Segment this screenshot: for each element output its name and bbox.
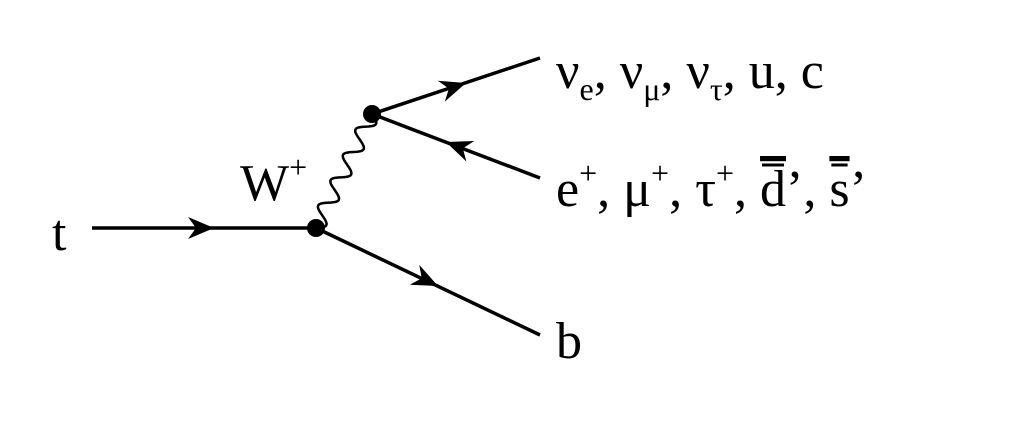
prime-mark: ’ bbox=[850, 161, 867, 218]
separator: , bbox=[723, 43, 749, 100]
separator: , bbox=[594, 43, 620, 100]
particle-symbol: ν bbox=[556, 43, 580, 100]
particle-symbol: d bbox=[760, 161, 786, 218]
particle-symbol: ν bbox=[620, 43, 644, 100]
separator: , bbox=[775, 43, 801, 100]
particle-symbol: c bbox=[801, 43, 824, 100]
vertex-W-decay bbox=[363, 105, 381, 123]
particle-charge: + bbox=[579, 155, 597, 191]
separator: , bbox=[803, 161, 829, 218]
label-b: b bbox=[556, 313, 582, 370]
separator: , bbox=[660, 43, 686, 100]
upper-arrow-icon bbox=[437, 72, 470, 102]
w-boson-propagator bbox=[315, 113, 378, 230]
b-arrow-icon bbox=[409, 264, 443, 296]
separator: , bbox=[734, 161, 760, 218]
particle-symbol: s bbox=[829, 161, 849, 218]
particle-symbol: μ bbox=[623, 161, 651, 218]
separator: , bbox=[597, 161, 623, 218]
label-w-boson: W+ bbox=[240, 149, 307, 212]
particle-symbol: e bbox=[556, 161, 579, 218]
particle-symbol: u bbox=[749, 43, 775, 100]
vertex-tWb bbox=[307, 219, 325, 237]
lower-arrow-icon bbox=[442, 131, 475, 162]
particle-subscript: e bbox=[580, 71, 594, 107]
particle-symbol: ν bbox=[686, 43, 710, 100]
particle-symbol: τ bbox=[695, 161, 716, 218]
label-upper-products: νe, νμ, ντ, u, c bbox=[556, 43, 824, 107]
particle-charge: + bbox=[651, 155, 669, 191]
separator: , bbox=[669, 161, 695, 218]
particle-subscript: μ bbox=[643, 71, 660, 107]
label-t: t bbox=[52, 205, 67, 262]
label-lower-products: e+, μ+, τ+, d’, s’ bbox=[556, 155, 867, 218]
particle-subscript: τ bbox=[710, 71, 723, 107]
particle-charge: + bbox=[716, 155, 734, 191]
prime-mark: ’ bbox=[786, 161, 803, 218]
